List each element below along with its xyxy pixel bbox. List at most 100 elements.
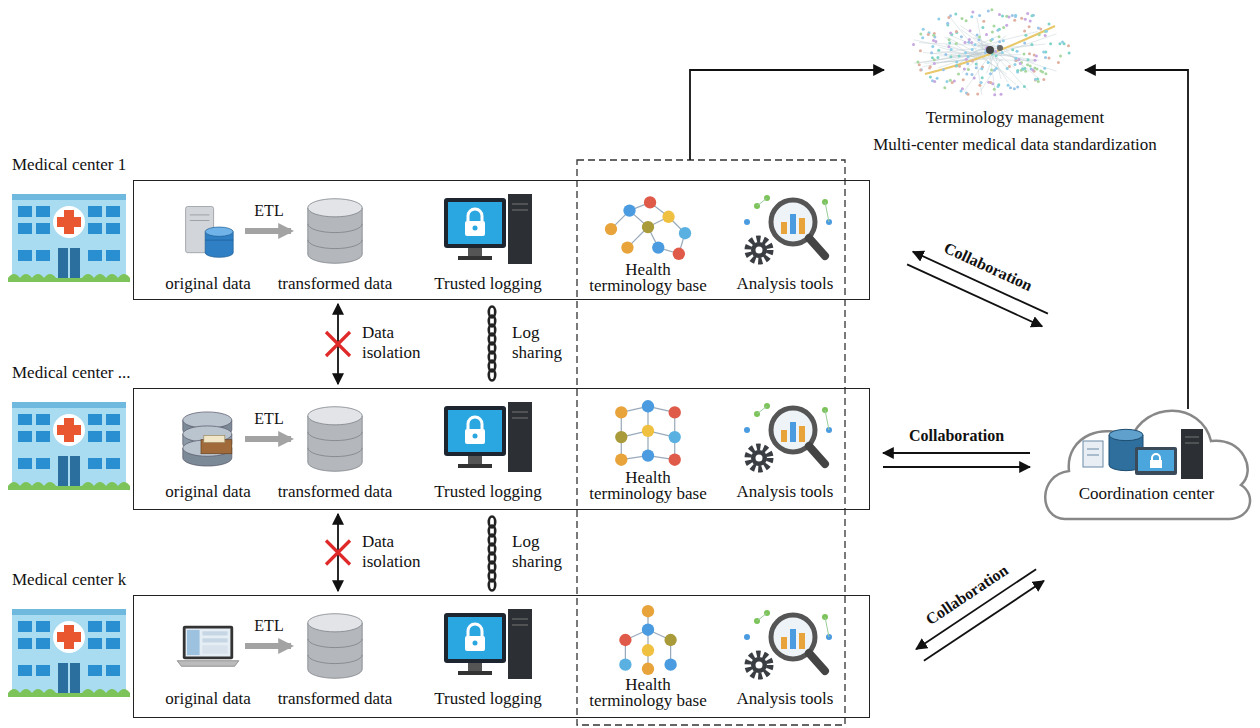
graphic: [748, 447, 770, 469]
graphic: [1008, 15, 1011, 18]
graphic: [1001, 51, 1004, 54]
graphic: [932, 34, 935, 37]
graphic: [1016, 50, 1019, 53]
graphic: [1048, 23, 1051, 26]
graphic: [967, 68, 970, 71]
graphic: [993, 25, 996, 28]
icon-item: Health terminology base: [583, 603, 713, 709]
graphic: [934, 40, 937, 43]
graphic: [954, 13, 957, 16]
icon-item: original data: [158, 603, 258, 709]
graphic: [1023, 53, 1026, 56]
edge-label-holder: ETL: [252, 201, 285, 221]
cloud-shape: [1035, 385, 1258, 525]
graphic: [473, 434, 478, 439]
graphic: [1019, 62, 1022, 65]
graphic: [664, 634, 676, 646]
graphic: [990, 68, 993, 71]
graphic: [1087, 455, 1099, 456]
graphic: [205, 227, 233, 236]
graphic: [468, 663, 482, 671]
graphic: [781, 430, 787, 442]
graphic: [1011, 48, 1014, 51]
graphic: [1013, 19, 1016, 22]
graphic: [936, 56, 939, 59]
graphic: [621, 241, 633, 253]
graphic: [1023, 85, 1026, 88]
graphic: [458, 464, 492, 468]
item-caption: transformed data: [278, 689, 393, 709]
item-caption: Health terminology base: [586, 470, 711, 502]
graphic: [1014, 63, 1017, 66]
icon-item: Analysis tools: [726, 188, 844, 294]
graphic: [981, 26, 984, 29]
graphic: [1018, 58, 1021, 61]
graphic: [933, 46, 1002, 61]
graphic: [642, 221, 654, 233]
graphic: [933, 80, 936, 83]
graphic: [744, 427, 750, 433]
graphic: [967, 55, 970, 58]
center-heading: Medical center 1: [12, 154, 872, 176]
graphic: [781, 637, 787, 649]
edge-label: ETL: [252, 201, 285, 221]
graphic: [458, 256, 492, 260]
graphic: [944, 53, 947, 56]
connector: [883, 467, 1030, 468]
graphic: [990, 8, 993, 11]
graphic: [984, 44, 1007, 82]
graphic: [981, 59, 1001, 90]
graphic: [925, 26, 1055, 74]
red-cross: [326, 332, 350, 356]
graphic: [757, 613, 767, 621]
terminology-node: Terminology managementMulti-center medic…: [850, 0, 1180, 165]
connector: [326, 514, 350, 591]
graphic: [947, 16, 950, 19]
graphic: [308, 614, 362, 632]
edge-label: ETL: [252, 409, 285, 429]
graphic: [998, 35, 1001, 38]
edge-label: Log sharing: [510, 323, 576, 363]
graphic: [1044, 56, 1047, 59]
graphic: [971, 48, 974, 51]
graphic: [976, 33, 979, 36]
graphic: [1036, 68, 1039, 71]
graphic: [963, 67, 966, 70]
graphic: [642, 624, 654, 636]
etl-arrow: [245, 643, 291, 649]
graphic: [995, 54, 998, 57]
edge-label-holder: ETL: [252, 616, 285, 636]
graphic: [473, 641, 478, 646]
graphic: [931, 56, 934, 59]
item-icon: [730, 188, 840, 274]
graphic: [799, 218, 805, 234]
graphic: [971, 73, 974, 76]
graphic: [825, 410, 829, 430]
graphic: [1008, 65, 1011, 68]
graphic: [1016, 69, 1019, 72]
graphic: [799, 633, 805, 649]
item-caption: Health terminology base: [586, 262, 711, 294]
graphic: [964, 51, 967, 54]
center-heading: Medical center k: [12, 569, 872, 591]
item-icon: [438, 188, 538, 274]
graphic: [955, 30, 958, 33]
graphic: [1042, 78, 1045, 81]
graphic: [980, 36, 998, 44]
graphic: [512, 625, 528, 626]
graphic: [918, 63, 921, 66]
graphic: [980, 67, 983, 70]
graphic: [615, 431, 627, 443]
hospital-icon: [8, 609, 130, 697]
graphic: [960, 26, 1002, 55]
graphic: [444, 198, 506, 248]
graphic: [937, 18, 940, 21]
icon-item: original data: [158, 396, 258, 502]
icon-item: Health terminology base: [583, 396, 713, 502]
edge-label: Collaboration: [938, 237, 1036, 297]
graphic: [1002, 39, 1005, 42]
graphic: [1021, 67, 1024, 70]
item-caption: original data: [165, 689, 250, 709]
graphic: [202, 631, 227, 635]
